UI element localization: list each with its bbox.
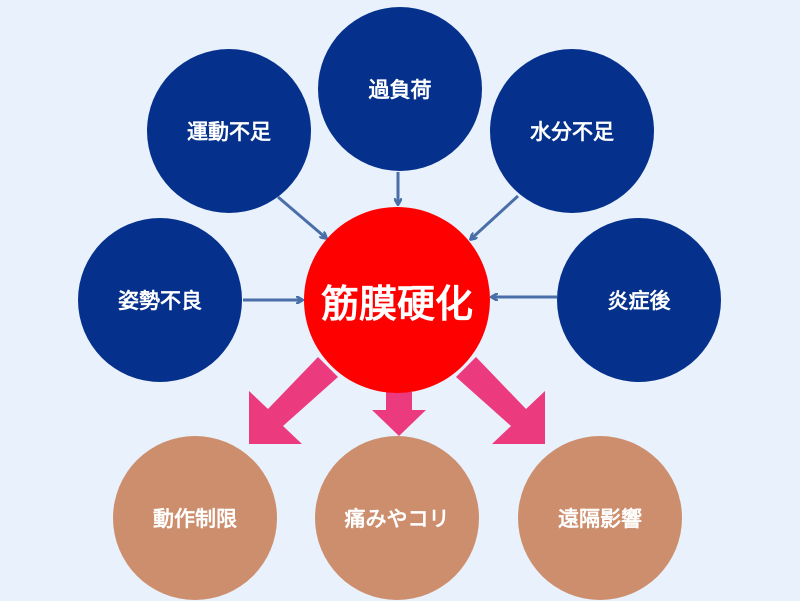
cause-label: 運動不足 [187, 120, 271, 144]
effect-movement-limit: 動作制限 [113, 436, 277, 600]
effect-label: 動作制限 [153, 507, 237, 531]
arrow-center-to-remote-effect [456, 357, 545, 444]
cause-overload: 過負荷 [318, 7, 482, 171]
effect-label: 遠隔影響 [558, 507, 642, 531]
cause-lack-of-exercise: 運動不足 [147, 49, 311, 213]
cause-label: 水分不足 [530, 120, 614, 144]
effect-remote-influence: 遠隔影響 [518, 436, 682, 600]
arrow-center-to-pain [372, 392, 426, 436]
cause-poor-posture: 姿勢不良 [78, 218, 242, 382]
effect-pain-stiffness: 痛みやコリ [315, 436, 479, 600]
arrow-undertraining-to-center [277, 195, 326, 238]
cause-label: 姿勢不良 [118, 289, 202, 313]
cause-label: 過負荷 [368, 78, 432, 102]
center-label: 筋膜硬化 [320, 281, 473, 326]
cause-dehydration: 水分不足 [490, 49, 654, 213]
center-fascia-stiffening: 筋膜硬化 [304, 207, 490, 393]
effect-label: 痛みやコリ [344, 507, 450, 531]
cause-label: 炎症後 [607, 289, 671, 313]
cause-post-inflammation: 炎症後 [557, 218, 721, 382]
arrow-dehydration-to-center [471, 194, 520, 239]
arrow-center-to-movement-limit [249, 357, 338, 444]
